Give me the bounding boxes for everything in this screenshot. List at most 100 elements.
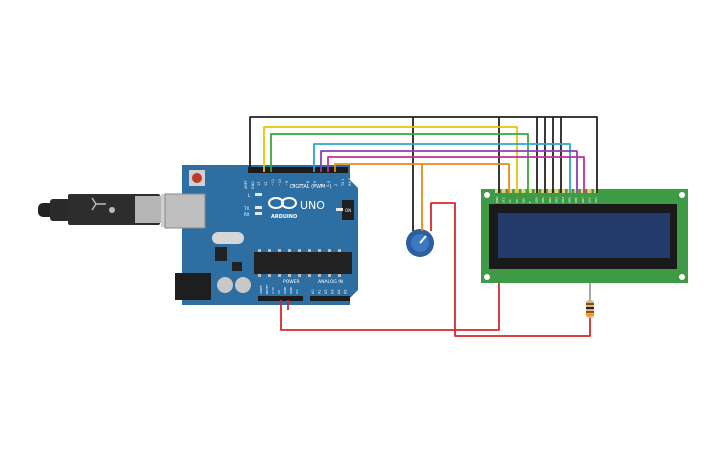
analog-pin-label: A2 [324, 290, 328, 294]
power-pin-label: Vin [295, 289, 299, 294]
power-label: POWER [283, 279, 300, 285]
wire-black-d2 [553, 116, 562, 193]
wire-cyan-db4 [313, 143, 571, 193]
lcd-pin-label: DB5 [568, 197, 572, 203]
wire-yellow-rs [263, 126, 518, 193]
analog-label: ANALOG IN [318, 279, 343, 285]
led-on [336, 208, 343, 211]
lcd-pin-label: E [528, 201, 532, 203]
gnd-label: GND [251, 181, 255, 189]
lcd-pin-label: DB4 [561, 197, 565, 203]
digital-pin-label: ~10 [278, 179, 282, 186]
wire-magenta-db6 [327, 156, 585, 193]
wire-green-e [270, 133, 529, 193]
regulator-chip [215, 247, 227, 261]
lcd-pin-label: DB0 [535, 197, 539, 203]
digital-pin-label: 7 [299, 184, 303, 186]
analog-pin-label: A3 [331, 290, 335, 294]
lcd-pin-label: RS [515, 199, 519, 203]
lcd-pin-label: LED [587, 198, 591, 203]
lcd-pin-label: GND [495, 197, 499, 203]
power-jack [175, 273, 211, 300]
led-rx [255, 212, 262, 215]
lcd-pin[interactable] [508, 189, 513, 193]
wire-black-k [561, 116, 598, 193]
power-pin-label: RESET [265, 284, 269, 294]
potentiometer-knob-indicator [419, 235, 427, 244]
arduino-logo [268, 197, 297, 209]
lcd-pin[interactable] [501, 189, 506, 193]
wire-black-d0 [537, 116, 546, 193]
potentiometer[interactable] [406, 229, 434, 257]
led-tx [255, 206, 262, 209]
resistor[interactable] [586, 283, 594, 318]
digital-pin-label: 4 [320, 184, 324, 186]
lcd-pin[interactable] [528, 189, 532, 193]
digital-pin-label: RX 0 [348, 178, 352, 186]
lcd-pin[interactable] [541, 189, 546, 193]
wire-purple-db5 [320, 150, 578, 193]
digital-pin-label: 12 [264, 182, 268, 186]
usb-jack [164, 193, 206, 229]
analog-pin-label: A1 [318, 290, 322, 294]
digital-pin-label: ~3 [327, 181, 331, 186]
arduino-uno-board[interactable]: L TX RX ON ARDUINO UNO DIGITAL (PWM~) AR… [164, 165, 358, 305]
l-label: L [248, 193, 251, 198]
analog-header[interactable] [310, 296, 350, 301]
crystal [212, 232, 244, 244]
lcd-pin[interactable] [495, 189, 499, 193]
lcd-pin-label: VCC [502, 197, 506, 203]
led-l [255, 193, 262, 196]
lcd-pin-label: RW [521, 198, 525, 203]
lcd-screen [498, 213, 670, 258]
lcd-pin[interactable] [521, 189, 526, 193]
power-header[interactable] [258, 296, 303, 301]
analog-pin-label: A5 [344, 290, 348, 294]
lcd-pin-label: LED [594, 198, 598, 203]
digital-header[interactable] [248, 167, 348, 173]
wire-black-gnd [249, 116, 500, 193]
analog-pin-label: A4 [337, 290, 341, 294]
lcd-pin[interactable] [547, 189, 552, 193]
digital-pin-label: ~5 [313, 181, 317, 186]
power-pin-label: GND [283, 286, 287, 294]
icsp-header [342, 200, 354, 220]
lcd-pin-label: DB7 [581, 197, 585, 203]
power-pin-label: IOREF [259, 285, 263, 294]
lcd-pin-label: DB1 [541, 197, 545, 203]
aref-label: AREF [244, 180, 248, 189]
digital-label: DIGITAL (PWM~) [290, 184, 332, 190]
atmega-chip [254, 252, 352, 274]
wires[interactable] [249, 116, 598, 337]
capacitor-2 [235, 277, 251, 293]
lcd-pin[interactable] [580, 189, 585, 193]
lcd-pin-label: DB6 [574, 197, 578, 203]
uno-label: UNO [300, 199, 325, 212]
tx-label: TX [243, 206, 249, 211]
wire-red-5v [280, 202, 456, 331]
digital-pin-label: ~6 [306, 181, 310, 186]
wire-black-d1 [545, 116, 554, 193]
digital-pin-label: 2 [334, 184, 338, 186]
lcd-pin-label: DB2 [548, 197, 552, 203]
lcd-pin-label: V0 [508, 199, 512, 203]
wire-red-resistor [454, 318, 591, 337]
lcd-pin[interactable] [554, 189, 559, 193]
lcd-pin[interactable] [594, 189, 598, 193]
on-label: ON [345, 208, 351, 213]
capacitor-1 [217, 277, 233, 293]
digital-pin-label: TX 1 [341, 178, 345, 187]
wire-orange-v0 [422, 163, 510, 193]
lcd-pin[interactable] [587, 189, 592, 193]
power-pin-label: GND [289, 286, 293, 294]
reset-button-cap[interactable] [192, 173, 202, 183]
wire-black-rw [499, 116, 538, 193]
lcd-pin[interactable] [561, 189, 565, 193]
rx-label: RX [244, 212, 250, 217]
